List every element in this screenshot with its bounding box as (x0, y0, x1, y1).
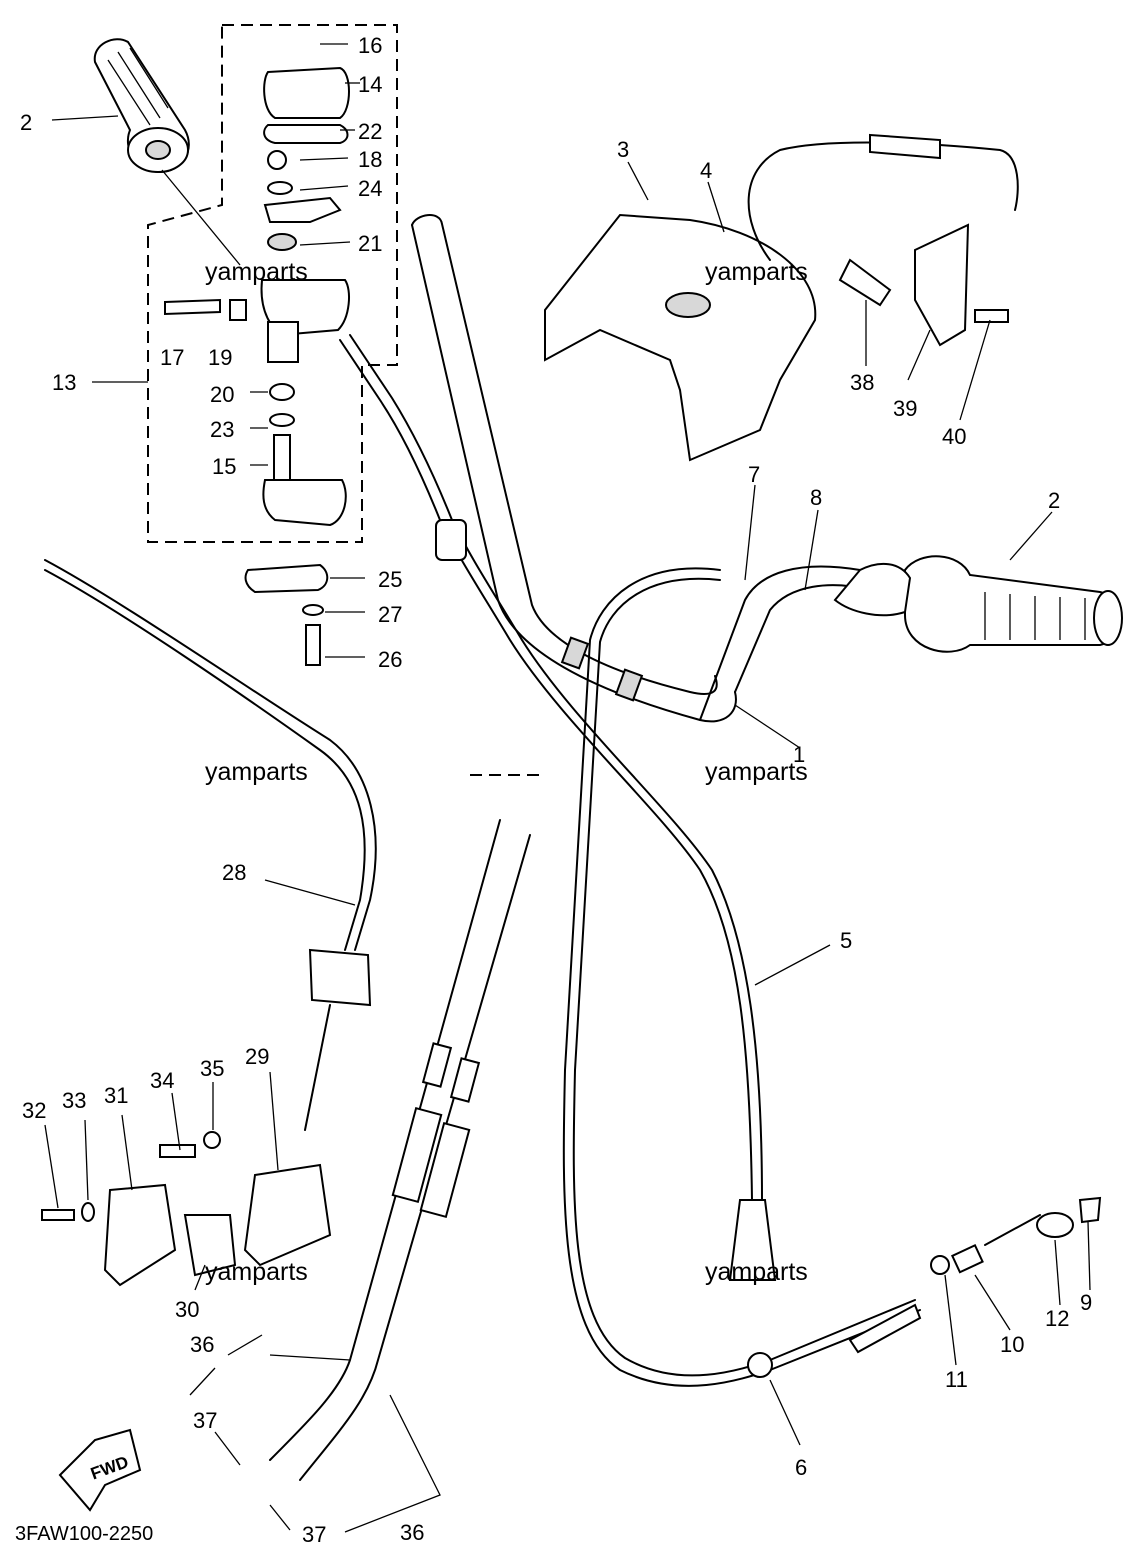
throttle-cable (339, 334, 777, 1281)
watermark-text: yamparts (205, 1258, 308, 1286)
diagram-code: 3FAW100-2250 (15, 1523, 153, 1545)
callout-7: 7 (748, 462, 760, 487)
callout-37-lower: 37 (302, 1522, 326, 1547)
callout-36-upper: 36 (190, 1332, 214, 1357)
callout-23: 23 (210, 417, 234, 442)
watermark-text: yamparts (705, 258, 808, 286)
callout-10: 10 (1000, 1332, 1024, 1357)
callout-22: 22 (358, 119, 382, 144)
callout-15: 15 (212, 454, 236, 479)
clutch-cable (44, 559, 377, 1131)
callout-5: 5 (840, 928, 852, 953)
callout-33: 33 (62, 1088, 86, 1113)
adjuster-parts (930, 1196, 1102, 1275)
left-grip (93, 38, 190, 174)
callout-2-left: 2 (20, 110, 32, 135)
callout-28: 28 (222, 860, 246, 885)
callout-17: 17 (160, 345, 184, 370)
callout-39: 39 (893, 396, 917, 421)
watermark-text: yamparts (205, 758, 308, 786)
assembly-box-13 (147, 24, 398, 543)
parking-brake-cable (747, 133, 1019, 347)
callout-30: 30 (175, 1297, 199, 1322)
callout-16: 16 (358, 33, 382, 58)
callout-25: 25 (378, 567, 402, 592)
callout-29: 29 (245, 1044, 269, 1069)
callout-13: 13 (52, 370, 76, 395)
callout-1: 1 (793, 742, 805, 767)
callout-18: 18 (358, 147, 382, 172)
callout-40: 40 (942, 424, 966, 449)
callout-36-lower: 36 (400, 1520, 424, 1545)
callout-4: 4 (700, 158, 712, 183)
callout-8: 8 (810, 485, 822, 510)
watermark-text: yamparts (705, 1258, 808, 1286)
long-cable-pair (269, 819, 531, 1481)
callout-24: 24 (358, 176, 382, 201)
callout-11: 11 (945, 1367, 968, 1392)
cable-brackets (41, 1131, 332, 1287)
callout-numbers: 16 14 22 18 24 21 2 13 17 19 20 23 15 25… (20, 33, 1092, 1547)
callout-26: 26 (378, 647, 402, 672)
callout-20: 20 (210, 382, 234, 407)
callout-37-upper: 37 (193, 1408, 217, 1433)
callout-6: 6 (795, 1455, 807, 1480)
callout-9: 9 (1080, 1290, 1092, 1315)
callout-27: 27 (378, 602, 402, 627)
watermark-text: yamparts (205, 258, 308, 286)
callout-34: 34 (150, 1068, 174, 1093)
callout-31: 31 (104, 1083, 128, 1108)
callout-38: 38 (850, 370, 874, 395)
callout-12: 12 (1045, 1306, 1069, 1331)
callout-3: 3 (617, 137, 629, 162)
watermarks: yamparts yamparts yamparts yamparts yamp… (205, 258, 808, 1286)
throttle-housing (164, 66, 351, 666)
choke-cable (562, 567, 922, 1387)
callout-2-right: 2 (1048, 488, 1060, 513)
callout-21: 21 (358, 231, 382, 256)
callout-32: 32 (22, 1098, 46, 1123)
right-grip (833, 555, 1123, 653)
callout-19: 19 (208, 345, 232, 370)
fwd-arrow (58, 1428, 142, 1512)
watermark-text: yamparts (705, 758, 808, 786)
leader-lines (44, 43, 1091, 1533)
callout-35: 35 (200, 1056, 224, 1081)
brake-lever-bracket (544, 213, 817, 462)
callout-14: 14 (358, 72, 382, 97)
